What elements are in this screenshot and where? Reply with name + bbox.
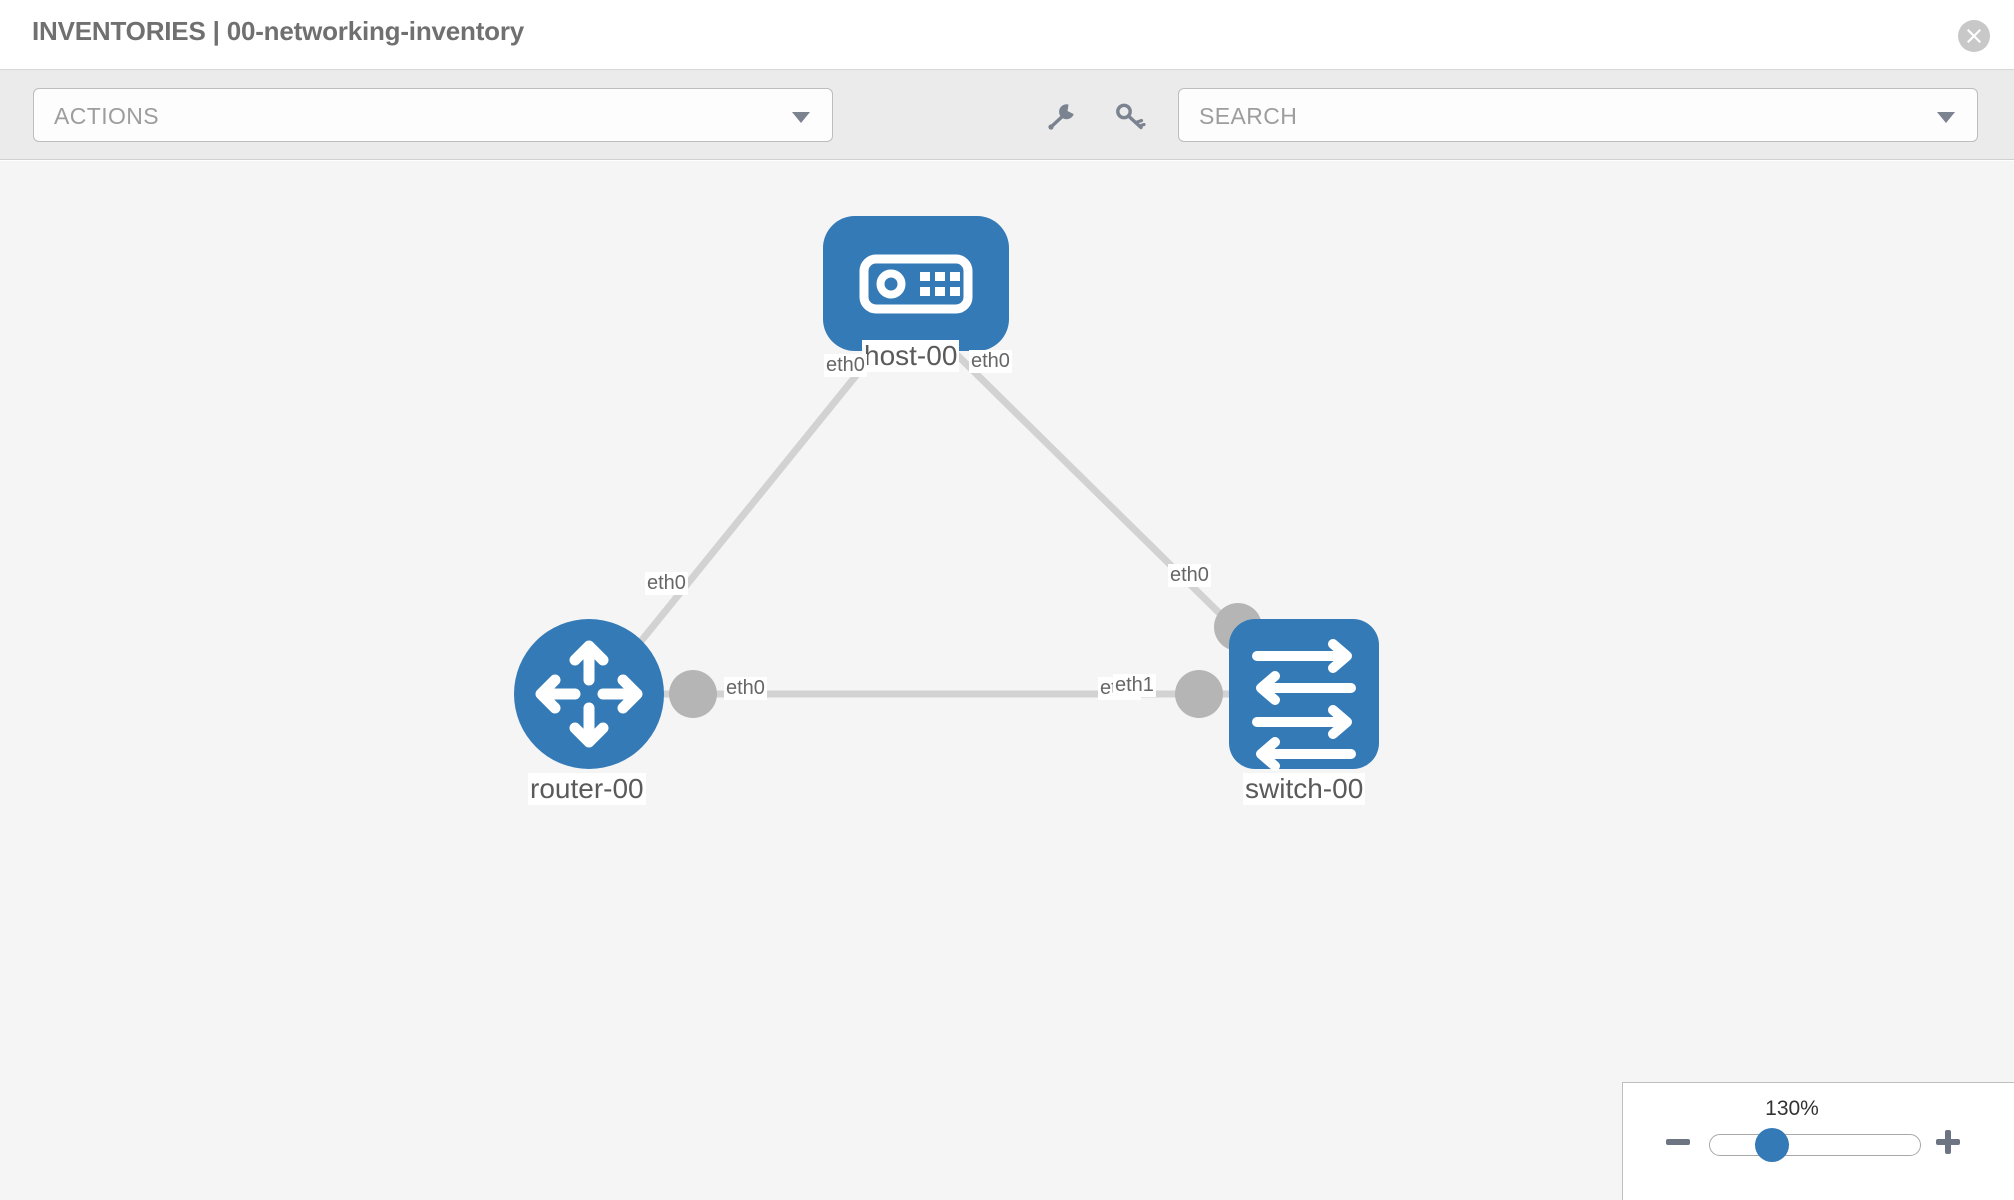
interface-label-switch00-eth0-up: eth0 xyxy=(1168,564,1211,587)
link-host00-switch00[interactable] xyxy=(945,343,1271,664)
interface-label-router00-eth0: eth0 xyxy=(724,677,767,700)
node-label-router-00: router-00 xyxy=(528,773,646,805)
port-circle[interactable] xyxy=(669,670,717,718)
minus-icon[interactable] xyxy=(1663,1127,1693,1157)
key-icon[interactable] xyxy=(1112,98,1148,134)
interface-label-host00-eth0-right: eth0 xyxy=(969,350,1012,373)
topology-toolbar: ACTIONS SEARCH xyxy=(0,70,2014,160)
zoom-percent-label: 130% xyxy=(1765,1097,1819,1120)
node-label-host-00: host-00 xyxy=(862,340,960,372)
zoom-slider-track[interactable] xyxy=(1709,1134,1921,1156)
node-label-switch-00: switch-00 xyxy=(1243,773,1366,805)
topology-canvas[interactable]: host-00 router-00 switch-00 eth0 eth0 et… xyxy=(0,161,2014,1200)
chevron-down-icon[interactable] xyxy=(1937,112,1955,123)
actions-dropdown-label: ACTIONS xyxy=(54,103,160,129)
router-arrows-icon xyxy=(535,640,643,748)
interface-label-router00-eth0-up: eth0 xyxy=(645,572,688,595)
wrench-icon[interactable] xyxy=(1044,98,1080,134)
search-input[interactable]: SEARCH xyxy=(1178,88,1978,142)
zoom-slider-thumb[interactable] xyxy=(1755,1128,1789,1162)
server-icon xyxy=(859,254,973,314)
node-router-00[interactable] xyxy=(514,619,664,769)
port-circle[interactable] xyxy=(1175,670,1223,718)
chevron-down-icon xyxy=(792,112,810,123)
actions-dropdown[interactable]: ACTIONS xyxy=(33,88,833,142)
topology-links xyxy=(622,343,1271,698)
page-header: INVENTORIES | 00-networking-inventory xyxy=(0,0,2014,70)
switch-arrows-icon xyxy=(1252,639,1356,771)
node-switch-00[interactable] xyxy=(1229,619,1379,771)
interface-label-host00-eth0-left: eth0 xyxy=(824,354,867,377)
node-host-00[interactable] xyxy=(823,216,1009,351)
topology-graph xyxy=(514,216,1379,771)
topology-ports xyxy=(669,315,1262,718)
search-placeholder: SEARCH xyxy=(1199,103,1298,129)
plus-icon[interactable] xyxy=(1933,1127,1963,1157)
zoom-control-panel: 130% xyxy=(1622,1082,2014,1200)
link-host00-router00[interactable] xyxy=(622,343,883,664)
page-title: INVENTORIES | 00-networking-inventory xyxy=(32,16,525,46)
interface-label-switch00-eth1: eth1 xyxy=(1113,674,1156,697)
close-icon[interactable] xyxy=(1958,20,1990,52)
